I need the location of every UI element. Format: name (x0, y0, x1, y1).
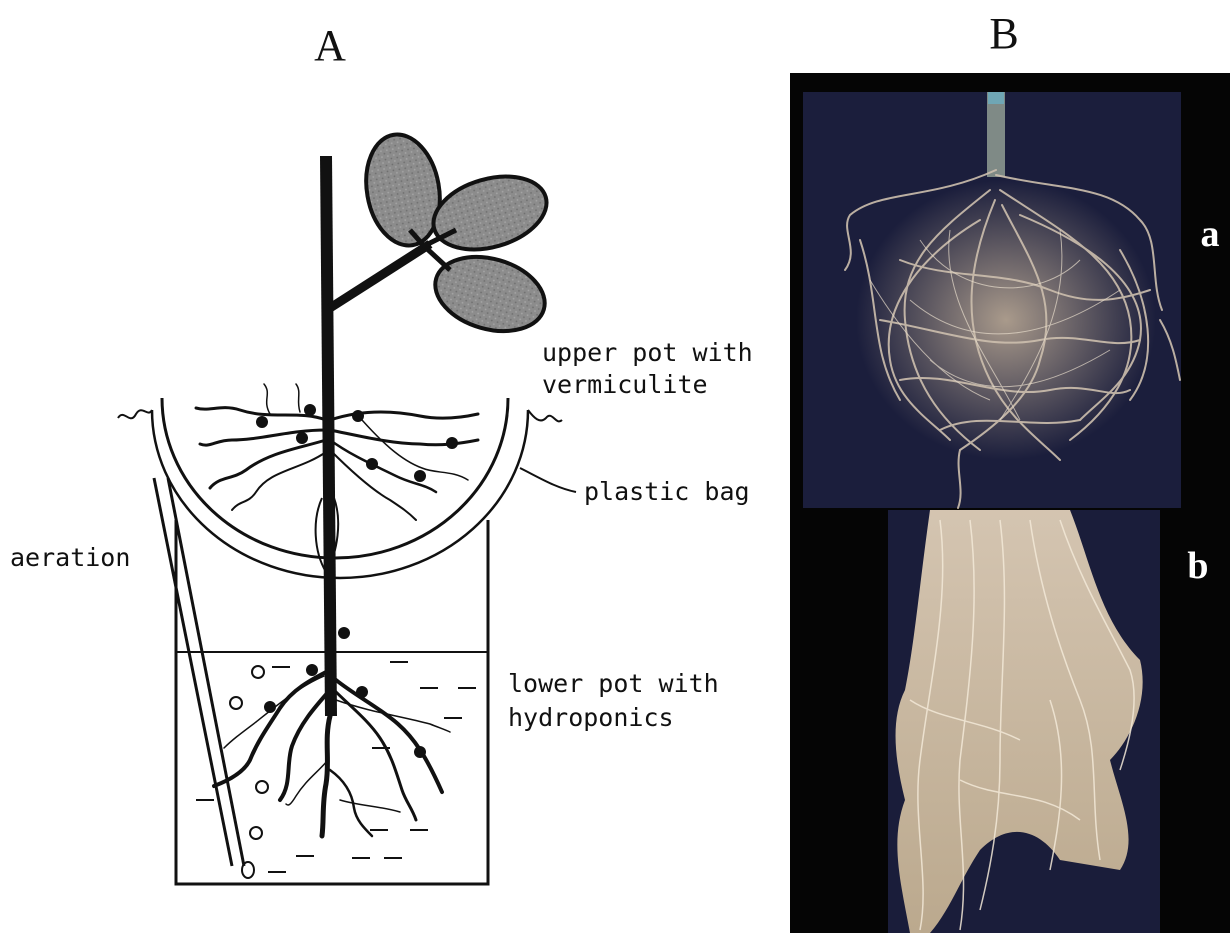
photo-b-label: b (1187, 545, 1208, 587)
panel-b-title: B (989, 9, 1018, 58)
lower-nodules (264, 627, 426, 758)
panel-a-title: A (314, 21, 346, 70)
upper-pot-label-line2: vermiculite (542, 370, 708, 399)
petiole (330, 244, 430, 308)
leaves (358, 129, 555, 343)
aeration-tube (154, 478, 244, 866)
plastic-bag-leader (520, 468, 576, 492)
lower-pot-label-line1: lower pot with (508, 669, 719, 698)
panel-a: A (10, 21, 753, 884)
plant-stem (316, 156, 456, 716)
plastic-bag-left-end (118, 410, 152, 418)
leaf-right (425, 164, 555, 261)
upper-pot (118, 398, 562, 578)
plastic-bag-label: plastic bag (584, 477, 750, 506)
upper-roots (196, 384, 478, 520)
aeration-label: aeration (10, 543, 130, 572)
photo-a-label: a (1201, 213, 1220, 255)
air-bubbles (230, 666, 268, 878)
leaf-lower (427, 245, 554, 343)
upper-pot-label-line1: upper pot with (542, 338, 753, 367)
panel-b: B (790, 9, 1230, 933)
plastic-bag-right-end (528, 410, 562, 421)
lower-pot-label-line2: hydroponics (508, 703, 674, 732)
